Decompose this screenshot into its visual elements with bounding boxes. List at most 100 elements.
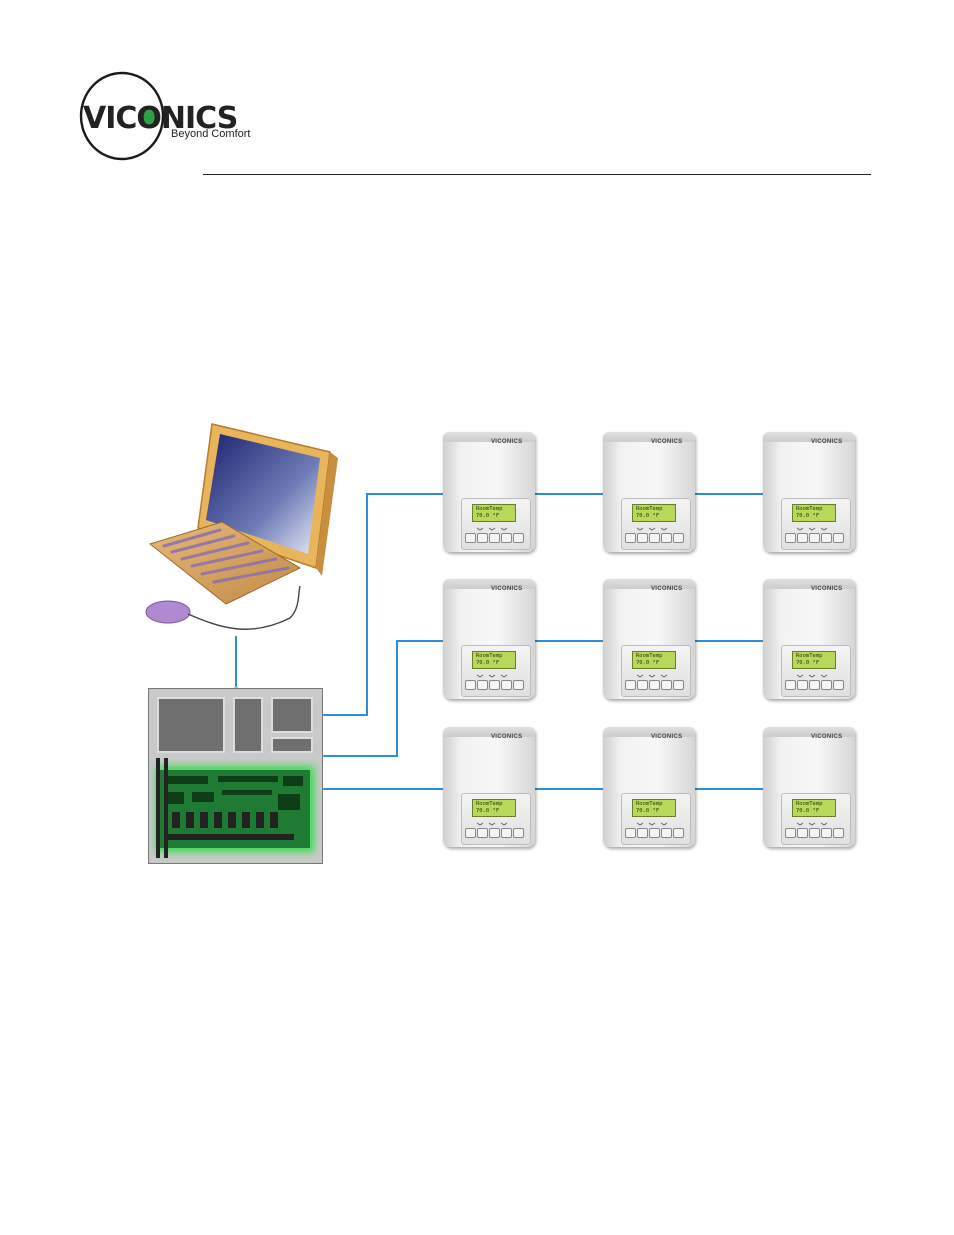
up-button-icon[interactable] [833, 828, 844, 838]
led-indicators-icon [476, 527, 508, 531]
network-controller-icon [148, 688, 323, 864]
thermostat-brand: VICONICS [491, 586, 523, 592]
menu-button-icon[interactable] [797, 680, 808, 690]
down-button-icon[interactable] [501, 533, 512, 543]
thermostat-brand: VICONICS [811, 734, 843, 740]
thermostat-lcd: RoomTemp 70.0 °F [792, 799, 836, 817]
thermostat-brand: VICONICS [491, 734, 523, 740]
thermostat-brand: VICONICS [491, 439, 523, 445]
thermostat-lcd: RoomTemp 70.0 °F [632, 504, 676, 522]
lcd-line-1: RoomTemp [796, 653, 823, 659]
mode-button-icon[interactable] [465, 533, 476, 543]
fan-button-icon[interactable] [649, 533, 660, 543]
up-button-icon[interactable] [513, 533, 524, 543]
lcd-line-1: RoomTemp [796, 506, 823, 512]
mode-button-icon[interactable] [465, 828, 476, 838]
up-button-icon[interactable] [673, 533, 684, 543]
mode-button-icon[interactable] [625, 680, 636, 690]
thermostat-lcd: RoomTemp 70.0 °F [472, 651, 516, 669]
thermostat-r2-c1: VICONICS RoomTemp 70.0 °F [443, 579, 535, 699]
lcd-line-2: 70.0 °F [476, 808, 500, 814]
thermostat-buttons [625, 828, 691, 838]
fan-button-icon[interactable] [649, 680, 660, 690]
mode-button-icon[interactable] [785, 828, 796, 838]
down-button-icon[interactable] [821, 533, 832, 543]
down-button-icon[interactable] [661, 533, 672, 543]
lcd-line-1: RoomTemp [636, 506, 663, 512]
fan-button-icon[interactable] [809, 828, 820, 838]
thermostat-buttons [465, 533, 531, 543]
thermostat-lcd: RoomTemp 70.0 °F [792, 651, 836, 669]
led-indicators-icon [476, 674, 508, 678]
led-indicators-icon [636, 822, 668, 826]
fan-button-icon[interactable] [809, 533, 820, 543]
up-button-icon[interactable] [833, 533, 844, 543]
fan-button-icon[interactable] [489, 533, 500, 543]
thermostat-lcd: RoomTemp 70.0 °F [792, 504, 836, 522]
thermostat-r3-c2: VICONICS RoomTemp 70.0 °F [603, 727, 695, 847]
lcd-line-1: RoomTemp [636, 801, 663, 807]
menu-button-icon[interactable] [477, 680, 488, 690]
thermostat-lcd: RoomTemp 70.0 °F [472, 504, 516, 522]
header-rule [203, 174, 871, 175]
thermostat-r1-c2: VICONICS RoomTemp 70.0 °F [603, 432, 695, 552]
thermostat-brand: VICONICS [651, 439, 683, 445]
up-button-icon[interactable] [673, 680, 684, 690]
menu-button-icon[interactable] [797, 828, 808, 838]
fan-button-icon[interactable] [809, 680, 820, 690]
thermostat-buttons [625, 680, 691, 690]
menu-button-icon[interactable] [477, 533, 488, 543]
lcd-line-2: 70.0 °F [796, 513, 820, 519]
thermostat-r2-c3: VICONICS RoomTemp 70.0 °F [763, 579, 855, 699]
led-indicators-icon [636, 527, 668, 531]
up-button-icon[interactable] [673, 828, 684, 838]
logo-wordmark: VICONICS [83, 101, 238, 136]
lcd-line-2: 70.0 °F [796, 808, 820, 814]
lcd-line-1: RoomTemp [636, 653, 663, 659]
menu-button-icon[interactable] [637, 828, 648, 838]
menu-button-icon[interactable] [477, 828, 488, 838]
thermostat-lcd: RoomTemp 70.0 °F [632, 799, 676, 817]
lcd-line-1: RoomTemp [796, 801, 823, 807]
down-button-icon[interactable] [821, 680, 832, 690]
lcd-line-2: 70.0 °F [636, 808, 660, 814]
down-button-icon[interactable] [501, 680, 512, 690]
down-button-icon[interactable] [661, 828, 672, 838]
lcd-line-2: 70.0 °F [636, 513, 660, 519]
down-button-icon[interactable] [821, 828, 832, 838]
menu-button-icon[interactable] [797, 533, 808, 543]
fan-button-icon[interactable] [489, 680, 500, 690]
computer-workstation-icon [140, 418, 340, 638]
mode-button-icon[interactable] [785, 533, 796, 543]
mode-button-icon[interactable] [785, 680, 796, 690]
thermostat-buttons [465, 680, 531, 690]
led-indicators-icon [796, 527, 828, 531]
logo-tagline: Beyond Comfort [171, 128, 251, 140]
up-button-icon[interactable] [513, 828, 524, 838]
thermostat-buttons [465, 828, 531, 838]
thermostat-r3-c1: VICONICS RoomTemp 70.0 °F [443, 727, 535, 847]
lcd-line-2: 70.0 °F [796, 660, 820, 666]
down-button-icon[interactable] [661, 680, 672, 690]
led-indicators-icon [476, 822, 508, 826]
lcd-line-2: 70.0 °F [636, 660, 660, 666]
down-button-icon[interactable] [501, 828, 512, 838]
thermostat-r1-c3: VICONICS RoomTemp 70.0 °F [763, 432, 855, 552]
lcd-line-2: 70.0 °F [476, 513, 500, 519]
menu-button-icon[interactable] [637, 680, 648, 690]
fan-button-icon[interactable] [489, 828, 500, 838]
thermostat-r3-c3: VICONICS RoomTemp 70.0 °F [763, 727, 855, 847]
wire-row-2 [321, 640, 444, 757]
fan-button-icon[interactable] [649, 828, 660, 838]
mode-button-icon[interactable] [465, 680, 476, 690]
mode-button-icon[interactable] [625, 533, 636, 543]
thermostat-brand: VICONICS [651, 734, 683, 740]
thermostat-lcd: RoomTemp 70.0 °F [472, 799, 516, 817]
menu-button-icon[interactable] [637, 533, 648, 543]
mode-button-icon[interactable] [625, 828, 636, 838]
up-button-icon[interactable] [513, 680, 524, 690]
up-button-icon[interactable] [833, 680, 844, 690]
logo-ring-icon [79, 71, 165, 161]
lcd-line-1: RoomTemp [476, 801, 503, 807]
lcd-line-2: 70.0 °F [476, 660, 500, 666]
